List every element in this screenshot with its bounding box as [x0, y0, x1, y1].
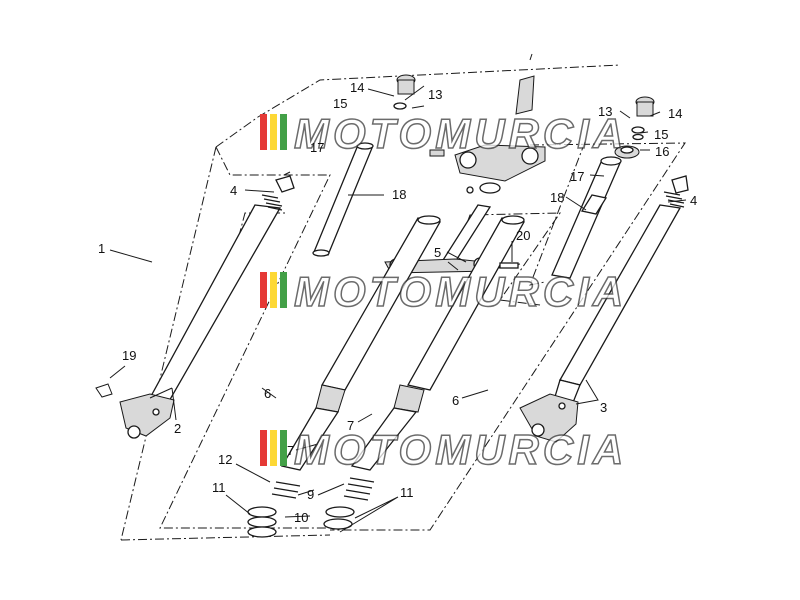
leader-lines [109, 85, 687, 533]
callout-4-left: 4 [230, 183, 237, 198]
watermark-text: MOTOMURCIA [294, 268, 627, 315]
callout-1: 1 [98, 241, 105, 256]
callout-18-left: 18 [392, 187, 406, 202]
inner-tube-left [247, 215, 442, 538]
watermark-top: MOTOMURCIA [260, 109, 627, 158]
callout-16: 16 [655, 144, 669, 159]
callout-7-right: 7 [347, 418, 354, 433]
callout-6-left: 6 [264, 386, 271, 401]
callout-13-left: 13 [428, 87, 442, 102]
callout-5: 5 [434, 245, 441, 260]
callout-15-right: 15 [654, 127, 668, 142]
watermark-text: MOTOMURCIA [294, 110, 627, 157]
callout-18-right: 18 [550, 190, 564, 205]
callout-2: 2 [174, 421, 181, 436]
spacer-tube-right [551, 156, 622, 279]
callout-3: 3 [600, 400, 607, 415]
watermark-bottom: MOTOMURCIA [260, 425, 627, 474]
callout-7-left: 7 [287, 443, 294, 458]
callout-11-left: 11 [212, 480, 226, 495]
fork-leg-right [519, 175, 689, 443]
callout-12: 12 [218, 452, 232, 467]
callout-labels: 1 2 3 4 4 5 6 6 7 7 9 10 11 11 12 13 13 … [98, 80, 697, 525]
callout-19: 19 [122, 348, 136, 363]
spring-right-top [663, 191, 685, 208]
callout-14-left: 14 [350, 80, 364, 95]
fork-leg-left [95, 171, 295, 439]
callout-13-right: 13 [598, 104, 612, 119]
callout-14-right: 14 [668, 106, 682, 121]
spring-left-top [261, 194, 283, 211]
watermark-middle: MOTOMURCIA [260, 267, 627, 316]
callout-20: 20 [516, 228, 530, 243]
top-cap-right [614, 96, 655, 159]
callout-17-right: 17 [570, 169, 584, 184]
callout-9: 9 [307, 487, 314, 502]
callout-10: 10 [294, 510, 308, 525]
top-cap-left [393, 74, 416, 110]
group-outline-left [120, 64, 621, 541]
bolt-20 [499, 262, 519, 269]
callout-15-left: 15 [333, 96, 347, 111]
callout-11-right: 11 [400, 485, 414, 500]
spacer-tube-left [312, 142, 374, 257]
callout-6-right: 6 [452, 393, 459, 408]
inner-tube-right [323, 215, 526, 530]
callout-17-left: 17 [310, 140, 324, 155]
callout-4-right: 4 [690, 193, 697, 208]
watermark-text: MOTOMURCIA [294, 426, 627, 473]
